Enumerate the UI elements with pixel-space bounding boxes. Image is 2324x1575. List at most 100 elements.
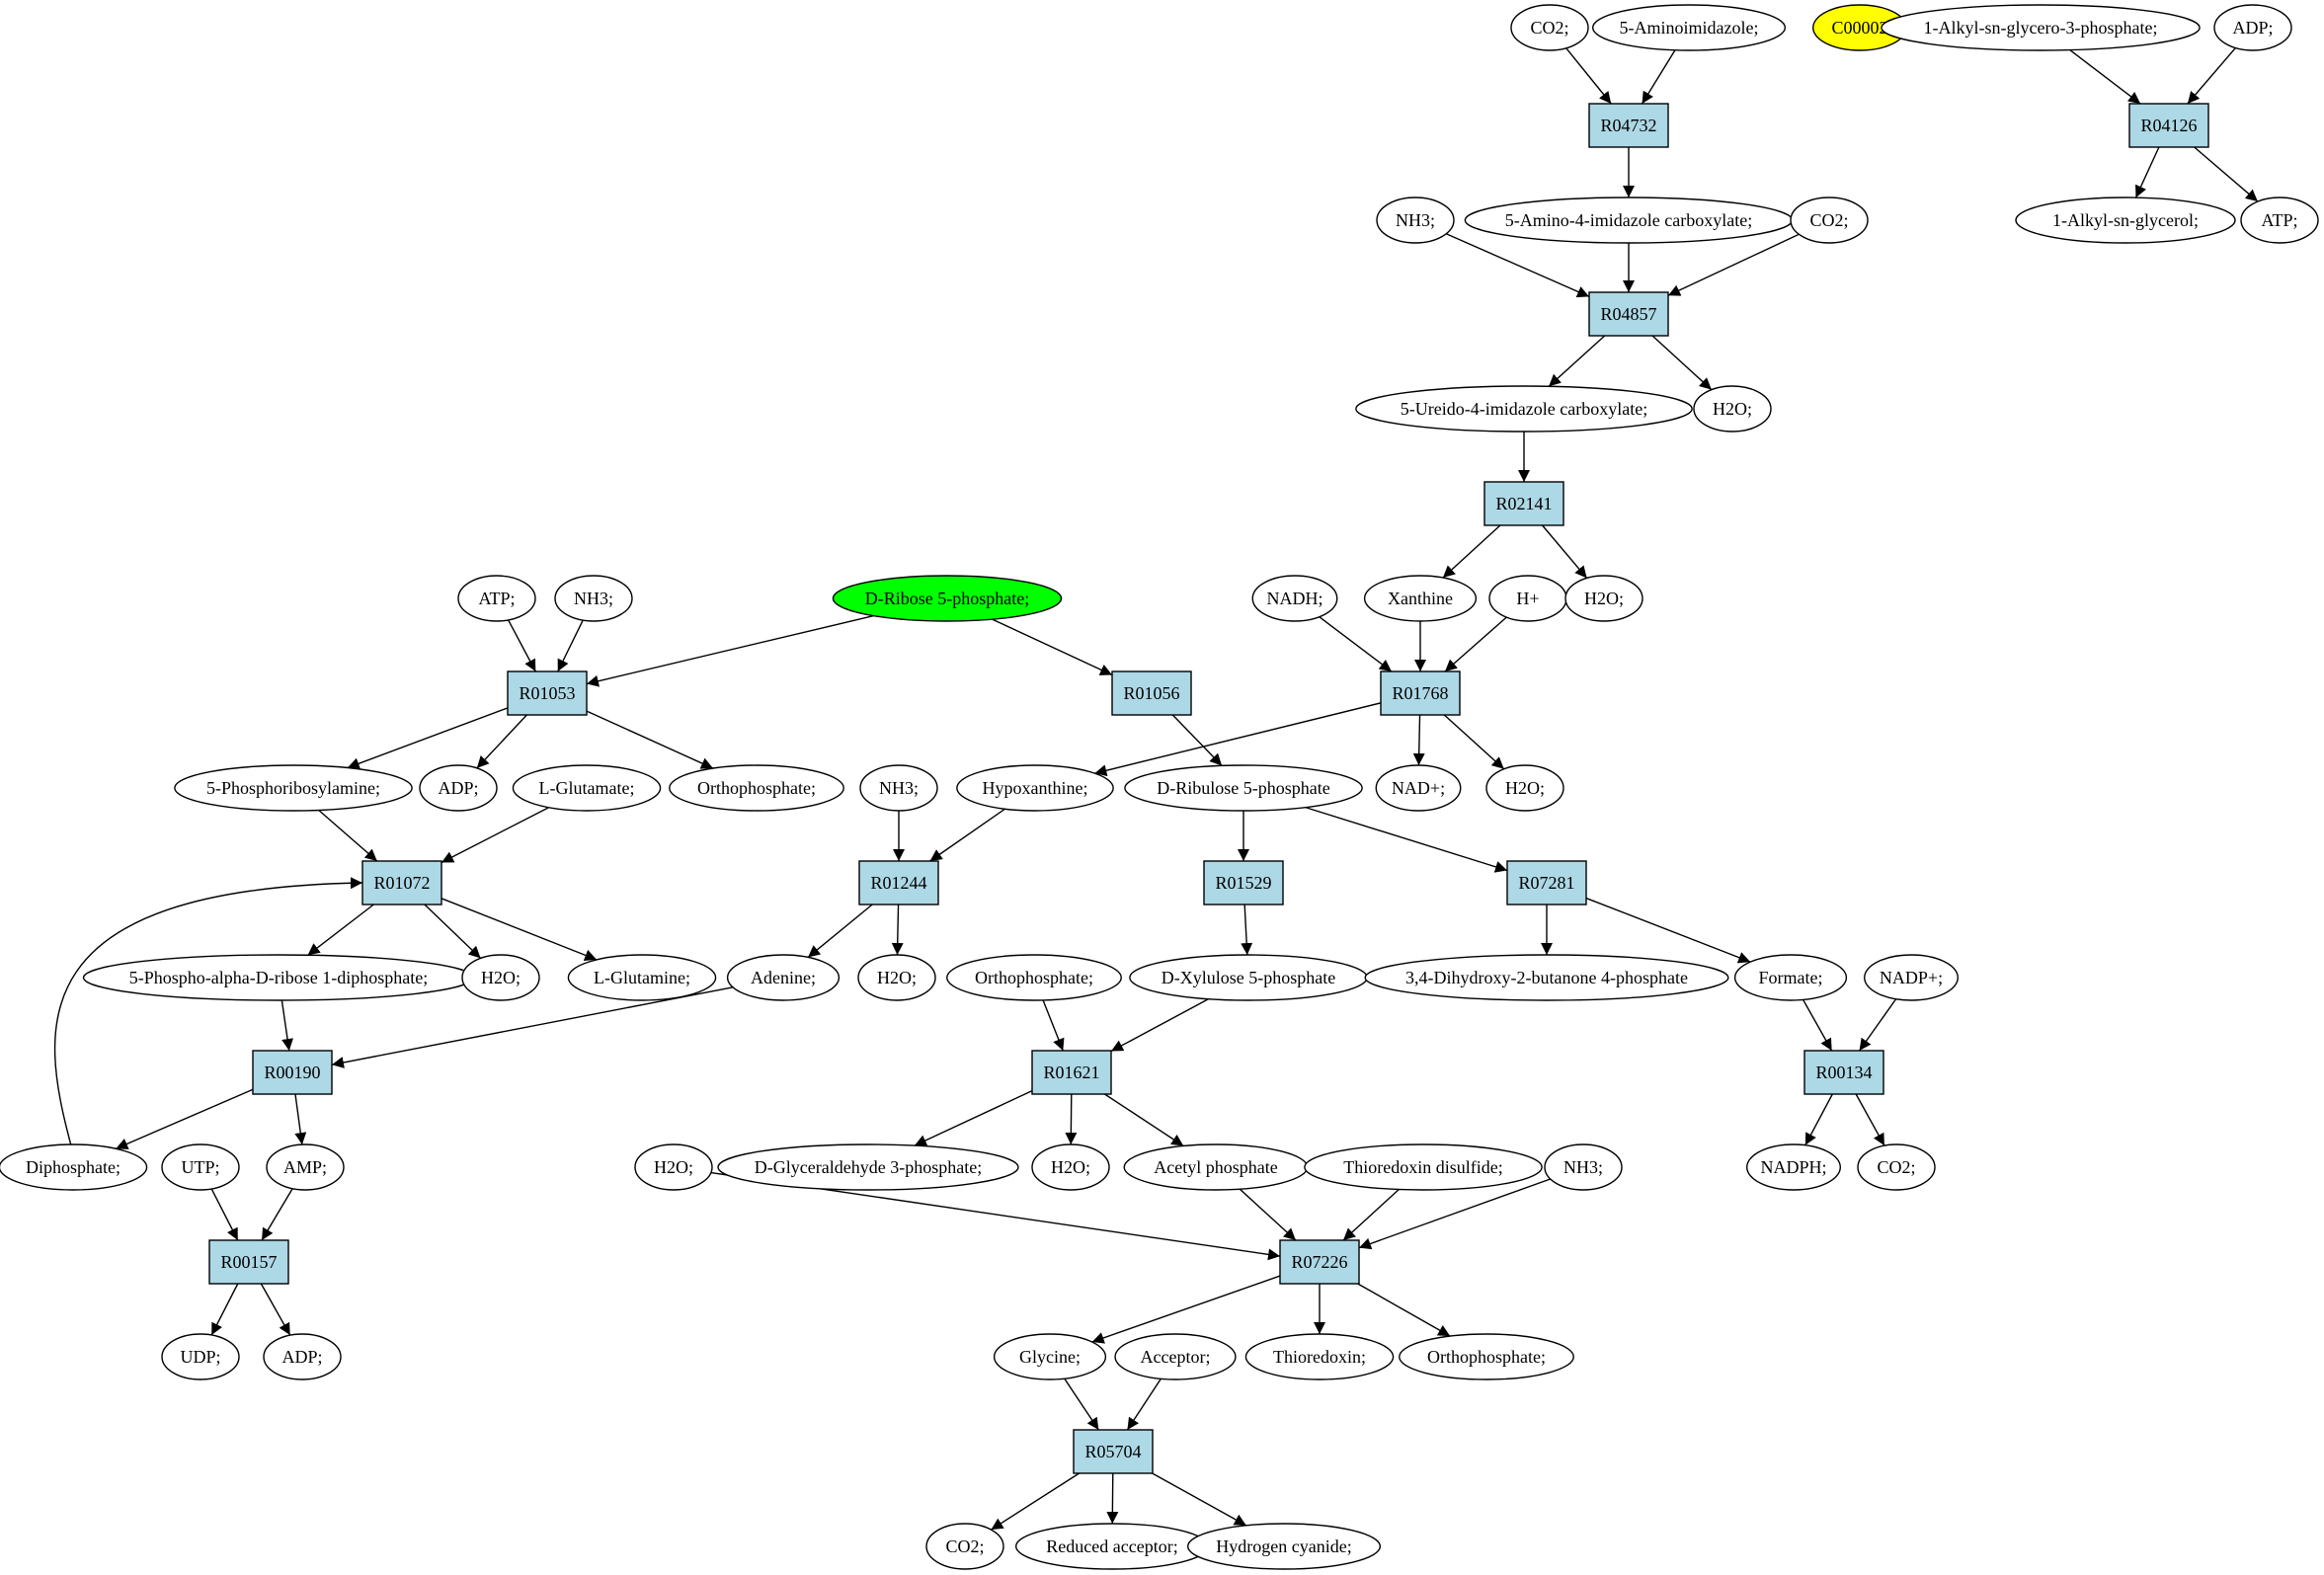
edge-c_diphos-to-R01072 bbox=[53, 877, 363, 1145]
compound-node-c_nh3_b: NH3; bbox=[554, 575, 633, 622]
compound-node-c_co2_top: CO2; bbox=[1510, 4, 1589, 51]
node-label: ADP; bbox=[438, 778, 478, 798]
edge-R05704-to-c_hcn bbox=[1152, 1472, 1247, 1527]
compound-node-c_ortho_a: Orthophosphate; bbox=[669, 764, 844, 812]
compound-node-c_dxu5p: D-Xylulose 5-phosphate bbox=[1129, 954, 1368, 1001]
compound-ellipse bbox=[859, 764, 938, 812]
compound-node-c_nh3_a: NH3; bbox=[1376, 197, 1455, 244]
node-label: CO2; bbox=[1530, 18, 1568, 38]
reaction-box bbox=[208, 1239, 289, 1285]
edge-R02141-to-c_xanthine bbox=[1442, 524, 1501, 579]
compound-node-c_alkyl_g3p: 1-Alkyl-sn-glycero-3-phosphate; bbox=[1881, 4, 2201, 51]
edge-c_dr5p-to-R01056 bbox=[992, 618, 1113, 676]
compound-node-c_diphos: Diphosphate; bbox=[0, 1143, 148, 1191]
compound-ellipse bbox=[161, 1143, 240, 1191]
edge-c_adenine-to-R00190 bbox=[331, 986, 734, 1068]
edge-c_5ai-to-R04732 bbox=[1641, 49, 1676, 105]
node-label: UDP; bbox=[180, 1347, 220, 1367]
node-label: NADP+; bbox=[1880, 968, 1943, 987]
compound-node-c_5ai: 5-Aminoimidazole; bbox=[1591, 4, 1787, 51]
node-label: Thioredoxin disulfide; bbox=[1343, 1157, 1502, 1177]
node-label: R01768 bbox=[1392, 683, 1448, 703]
edge-c_co2_top-to-R04732 bbox=[1565, 47, 1612, 105]
reaction-box bbox=[507, 670, 588, 716]
compound-node-c_hcn: Hydrogen cyanide; bbox=[1186, 1523, 1382, 1570]
reaction-box bbox=[252, 1050, 333, 1095]
compound-node-c_dr5p: D-Ribose 5-phosphate; bbox=[832, 575, 1063, 622]
reaction-box bbox=[1031, 1050, 1112, 1095]
edge-R04126-to-c_alkyl_glycerol bbox=[2134, 146, 2160, 198]
node-label: R01056 bbox=[1123, 683, 1179, 703]
node-label: R00157 bbox=[220, 1252, 277, 1272]
node-label: AMP; bbox=[283, 1157, 327, 1177]
compound-node-c_adp_top: ADP; bbox=[2213, 4, 2292, 51]
node-label: R04857 bbox=[1600, 304, 1656, 324]
edge-R01768-to-c_nadplus bbox=[1412, 714, 1425, 766]
reaction-node-R01768: R01768 bbox=[1380, 670, 1461, 716]
reaction-box bbox=[1483, 481, 1564, 526]
node-label: Formate; bbox=[1759, 968, 1823, 987]
reaction-node-R07281: R07281 bbox=[1506, 860, 1587, 906]
node-label: CO2; bbox=[1809, 210, 1848, 230]
compound-node-c_h2o_g: H2O; bbox=[1031, 1143, 1110, 1191]
edge-c_lglu-to-R01072 bbox=[441, 807, 549, 864]
node-label: Thioredoxin; bbox=[1273, 1347, 1366, 1367]
reaction-box bbox=[858, 860, 939, 906]
node-label: H2O; bbox=[877, 968, 917, 987]
compound-node-c_h2o_e: H2O; bbox=[857, 954, 936, 1001]
compound-ellipse bbox=[1375, 764, 1462, 812]
reaction-box bbox=[1506, 860, 1587, 906]
compound-ellipse bbox=[457, 575, 536, 622]
reaction-box bbox=[1588, 291, 1669, 337]
compound-ellipse bbox=[0, 1143, 148, 1191]
node-label: Orthophosphate; bbox=[697, 778, 816, 798]
compound-ellipse bbox=[1733, 954, 1848, 1001]
compound-ellipse bbox=[1251, 575, 1338, 622]
compound-ellipse bbox=[1363, 575, 1478, 622]
compound-ellipse bbox=[956, 764, 1114, 812]
compound-ellipse bbox=[634, 1143, 713, 1191]
edge-R01072-to-c_prpp bbox=[307, 904, 374, 956]
compound-ellipse bbox=[993, 1333, 1107, 1380]
node-label: R00134 bbox=[1815, 1063, 1872, 1082]
compound-node-c_formate: Formate; bbox=[1733, 954, 1848, 1001]
node-label: R01621 bbox=[1043, 1063, 1099, 1082]
reaction-box bbox=[1073, 1429, 1154, 1474]
node-label: H2O; bbox=[1713, 399, 1752, 419]
compound-node-c_lglu: L-Glutamate; bbox=[512, 764, 662, 812]
node-label: R02141 bbox=[1495, 494, 1552, 513]
edge-R04857-to-c_5u4ic bbox=[1548, 335, 1606, 387]
compound-ellipse bbox=[161, 1333, 240, 1380]
edge-c_acetylp-to-R07226 bbox=[1239, 1188, 1297, 1241]
compound-node-c_co2_d: CO2; bbox=[925, 1523, 1004, 1570]
node-label: Xanthine bbox=[1388, 589, 1453, 608]
node-label: R07226 bbox=[1291, 1252, 1347, 1272]
compound-ellipse bbox=[1304, 1143, 1543, 1191]
node-label: R01529 bbox=[1215, 873, 1271, 893]
compound-node-c_lgln: L-Glutamine; bbox=[567, 954, 717, 1001]
reaction-node-R02141: R02141 bbox=[1483, 481, 1564, 526]
edge-R01072-to-c_h2o_d bbox=[424, 904, 482, 959]
compound-ellipse bbox=[266, 1143, 345, 1191]
compound-node-c_h2o_b: H2O; bbox=[1564, 575, 1643, 622]
compound-node-c_adenine: Adenine; bbox=[726, 954, 841, 1001]
reaction-box bbox=[1279, 1239, 1360, 1285]
compound-ellipse bbox=[726, 954, 841, 1001]
node-label: NH3; bbox=[1396, 210, 1435, 230]
node-label: R00190 bbox=[264, 1063, 320, 1082]
compound-ellipse bbox=[1863, 954, 1959, 1001]
compound-ellipse bbox=[1857, 1143, 1936, 1191]
compound-ellipse bbox=[1745, 1143, 1841, 1191]
compound-ellipse bbox=[1376, 197, 1455, 244]
node-label: R04732 bbox=[1600, 116, 1656, 135]
node-label: D-Ribulose 5-phosphate bbox=[1157, 778, 1329, 798]
compound-node-c_5u4ic: 5-Ureido-4-imidazole carboxylate; bbox=[1355, 385, 1693, 433]
node-label: H2O; bbox=[1051, 1157, 1090, 1177]
edge-R07226-to-c_ortho_c bbox=[1357, 1283, 1451, 1337]
edge-c_alkyl_g3p-to-R04126 bbox=[2069, 49, 2141, 105]
edge-R01244-to-c_h2o_e bbox=[891, 904, 904, 956]
node-label: CO2; bbox=[1877, 1157, 1915, 1177]
edge-c_dru5p-to-R07281 bbox=[1305, 806, 1508, 873]
edge-c_nadh-to-R01768 bbox=[1319, 616, 1393, 672]
